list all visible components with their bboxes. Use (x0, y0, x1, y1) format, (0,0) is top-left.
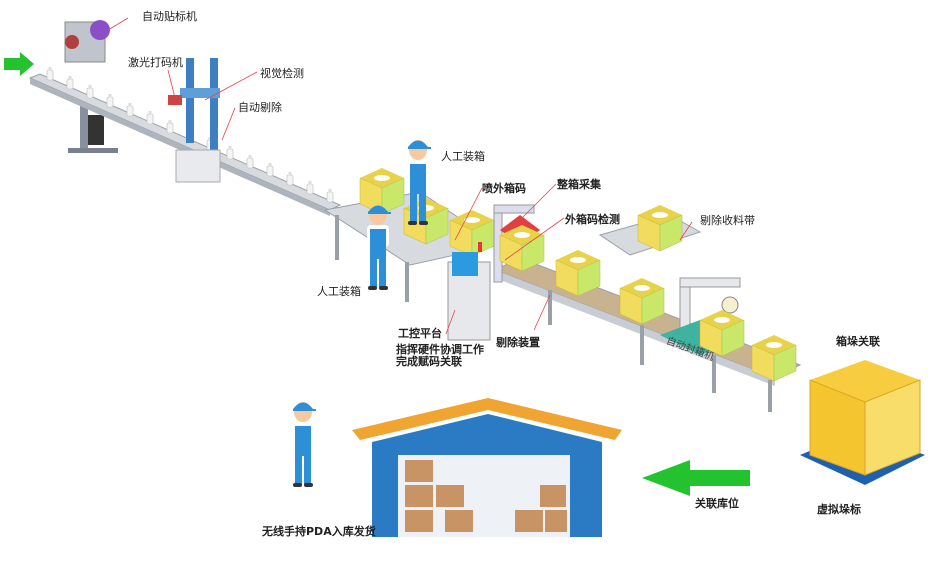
label-reject-device: 剔除装置 (496, 336, 540, 349)
label-full-box-capture: 整箱采集 (557, 178, 601, 191)
label-vision-inspection: 视觉检测 (260, 67, 304, 80)
label-virtual-pallet: 虚拟垛标 (817, 503, 861, 516)
label-link-location: 关联库位 (695, 497, 739, 510)
label-manual-packing-top: 人工装箱 (441, 150, 485, 163)
label-ipc-desc-1: 指挥硬件协调工作 (396, 343, 484, 356)
warehouse (352, 398, 622, 537)
label-manual-packing-bottom: 人工装箱 (317, 285, 361, 298)
vision-inspection-gantry (168, 58, 221, 183)
label-reject-collection-belt: 剔除收料带 (700, 214, 755, 227)
label-ipc-desc-2: 完成赋码关联 (396, 355, 462, 368)
label-box-pallet-link: 箱垛关联 (836, 335, 880, 348)
label-auto-labeler: 自动贴标机 (142, 10, 197, 23)
link-arrow-icon (642, 460, 750, 496)
worker-icon (292, 402, 316, 487)
label-pda-inout: 无线手持PDA入库发货 (262, 525, 376, 538)
label-ipc-platform: 工控平台 (398, 327, 442, 340)
label-auto-reject: 自动剔除 (238, 101, 282, 114)
ipc-terminal (447, 242, 491, 341)
label-spray-outer-code: 喷外箱码 (482, 182, 526, 195)
label-outer-code-inspection: 外箱码检测 (565, 213, 620, 226)
auto-labeler-machine (64, 20, 118, 153)
pallet-stack (800, 360, 925, 485)
label-laser-coder: 激光打码机 (128, 56, 183, 69)
entry-arrow-icon (4, 52, 34, 76)
